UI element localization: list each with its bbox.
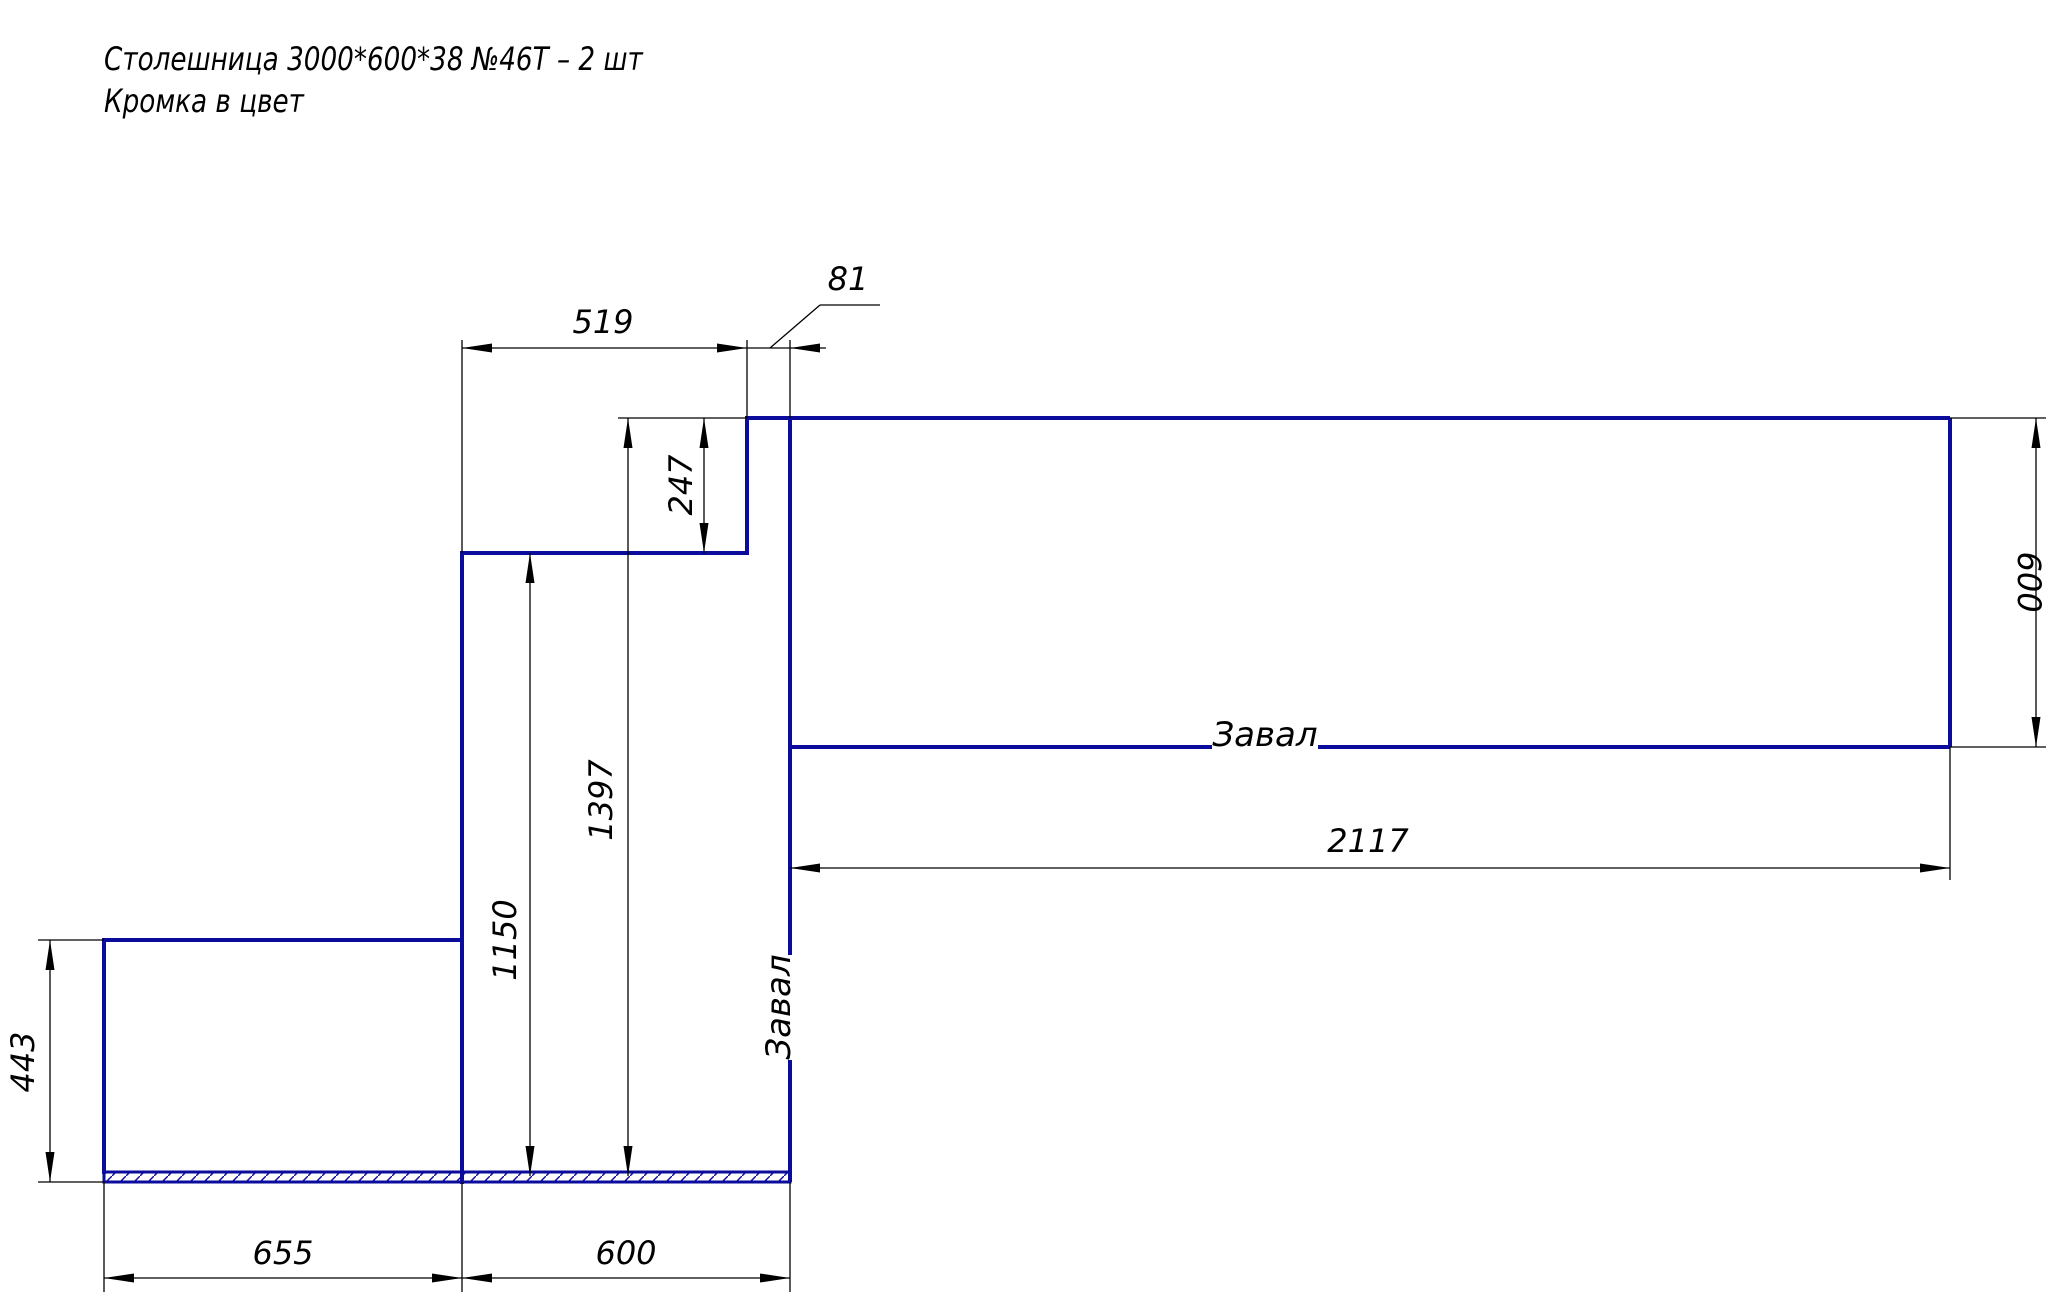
dim-81-label: 81 bbox=[828, 260, 869, 298]
dim-600-right-label: 600 bbox=[2010, 551, 2048, 612]
left-block-edge bbox=[102, 938, 462, 1174]
dim-519-label: 519 bbox=[572, 303, 633, 341]
title-line-2: Кромка в цвет bbox=[104, 82, 304, 120]
dim-600-bottom-label: 600 bbox=[595, 1234, 656, 1272]
dim-247-label: 247 bbox=[662, 454, 700, 516]
dimensions: 519 81 247 1150 1397 600 bbox=[4, 260, 2048, 1292]
title-line-1: Столешница 3000*600*38 №46Т – 2 шт bbox=[104, 40, 643, 78]
dim-1150-label: 1150 bbox=[486, 899, 524, 980]
dim-81-leader bbox=[769, 304, 821, 349]
zaval-label-vertical: Завал bbox=[759, 954, 799, 1059]
zaval-label-horizontal: Завал bbox=[1212, 715, 1317, 755]
countertop-outline bbox=[102, 416, 1952, 1184]
dim-2117-label: 2117 bbox=[1327, 822, 1409, 860]
dim-1397-label: 1397 bbox=[582, 759, 620, 841]
dim-443-label: 443 bbox=[4, 1031, 42, 1092]
middle-section-edge bbox=[460, 416, 790, 1182]
dim-655-label: 655 bbox=[252, 1234, 313, 1272]
title-block: Столешница 3000*600*38 №46Т – 2 шт Кромк… bbox=[104, 38, 761, 122]
bottom-edge-strip bbox=[102, 1170, 792, 1184]
